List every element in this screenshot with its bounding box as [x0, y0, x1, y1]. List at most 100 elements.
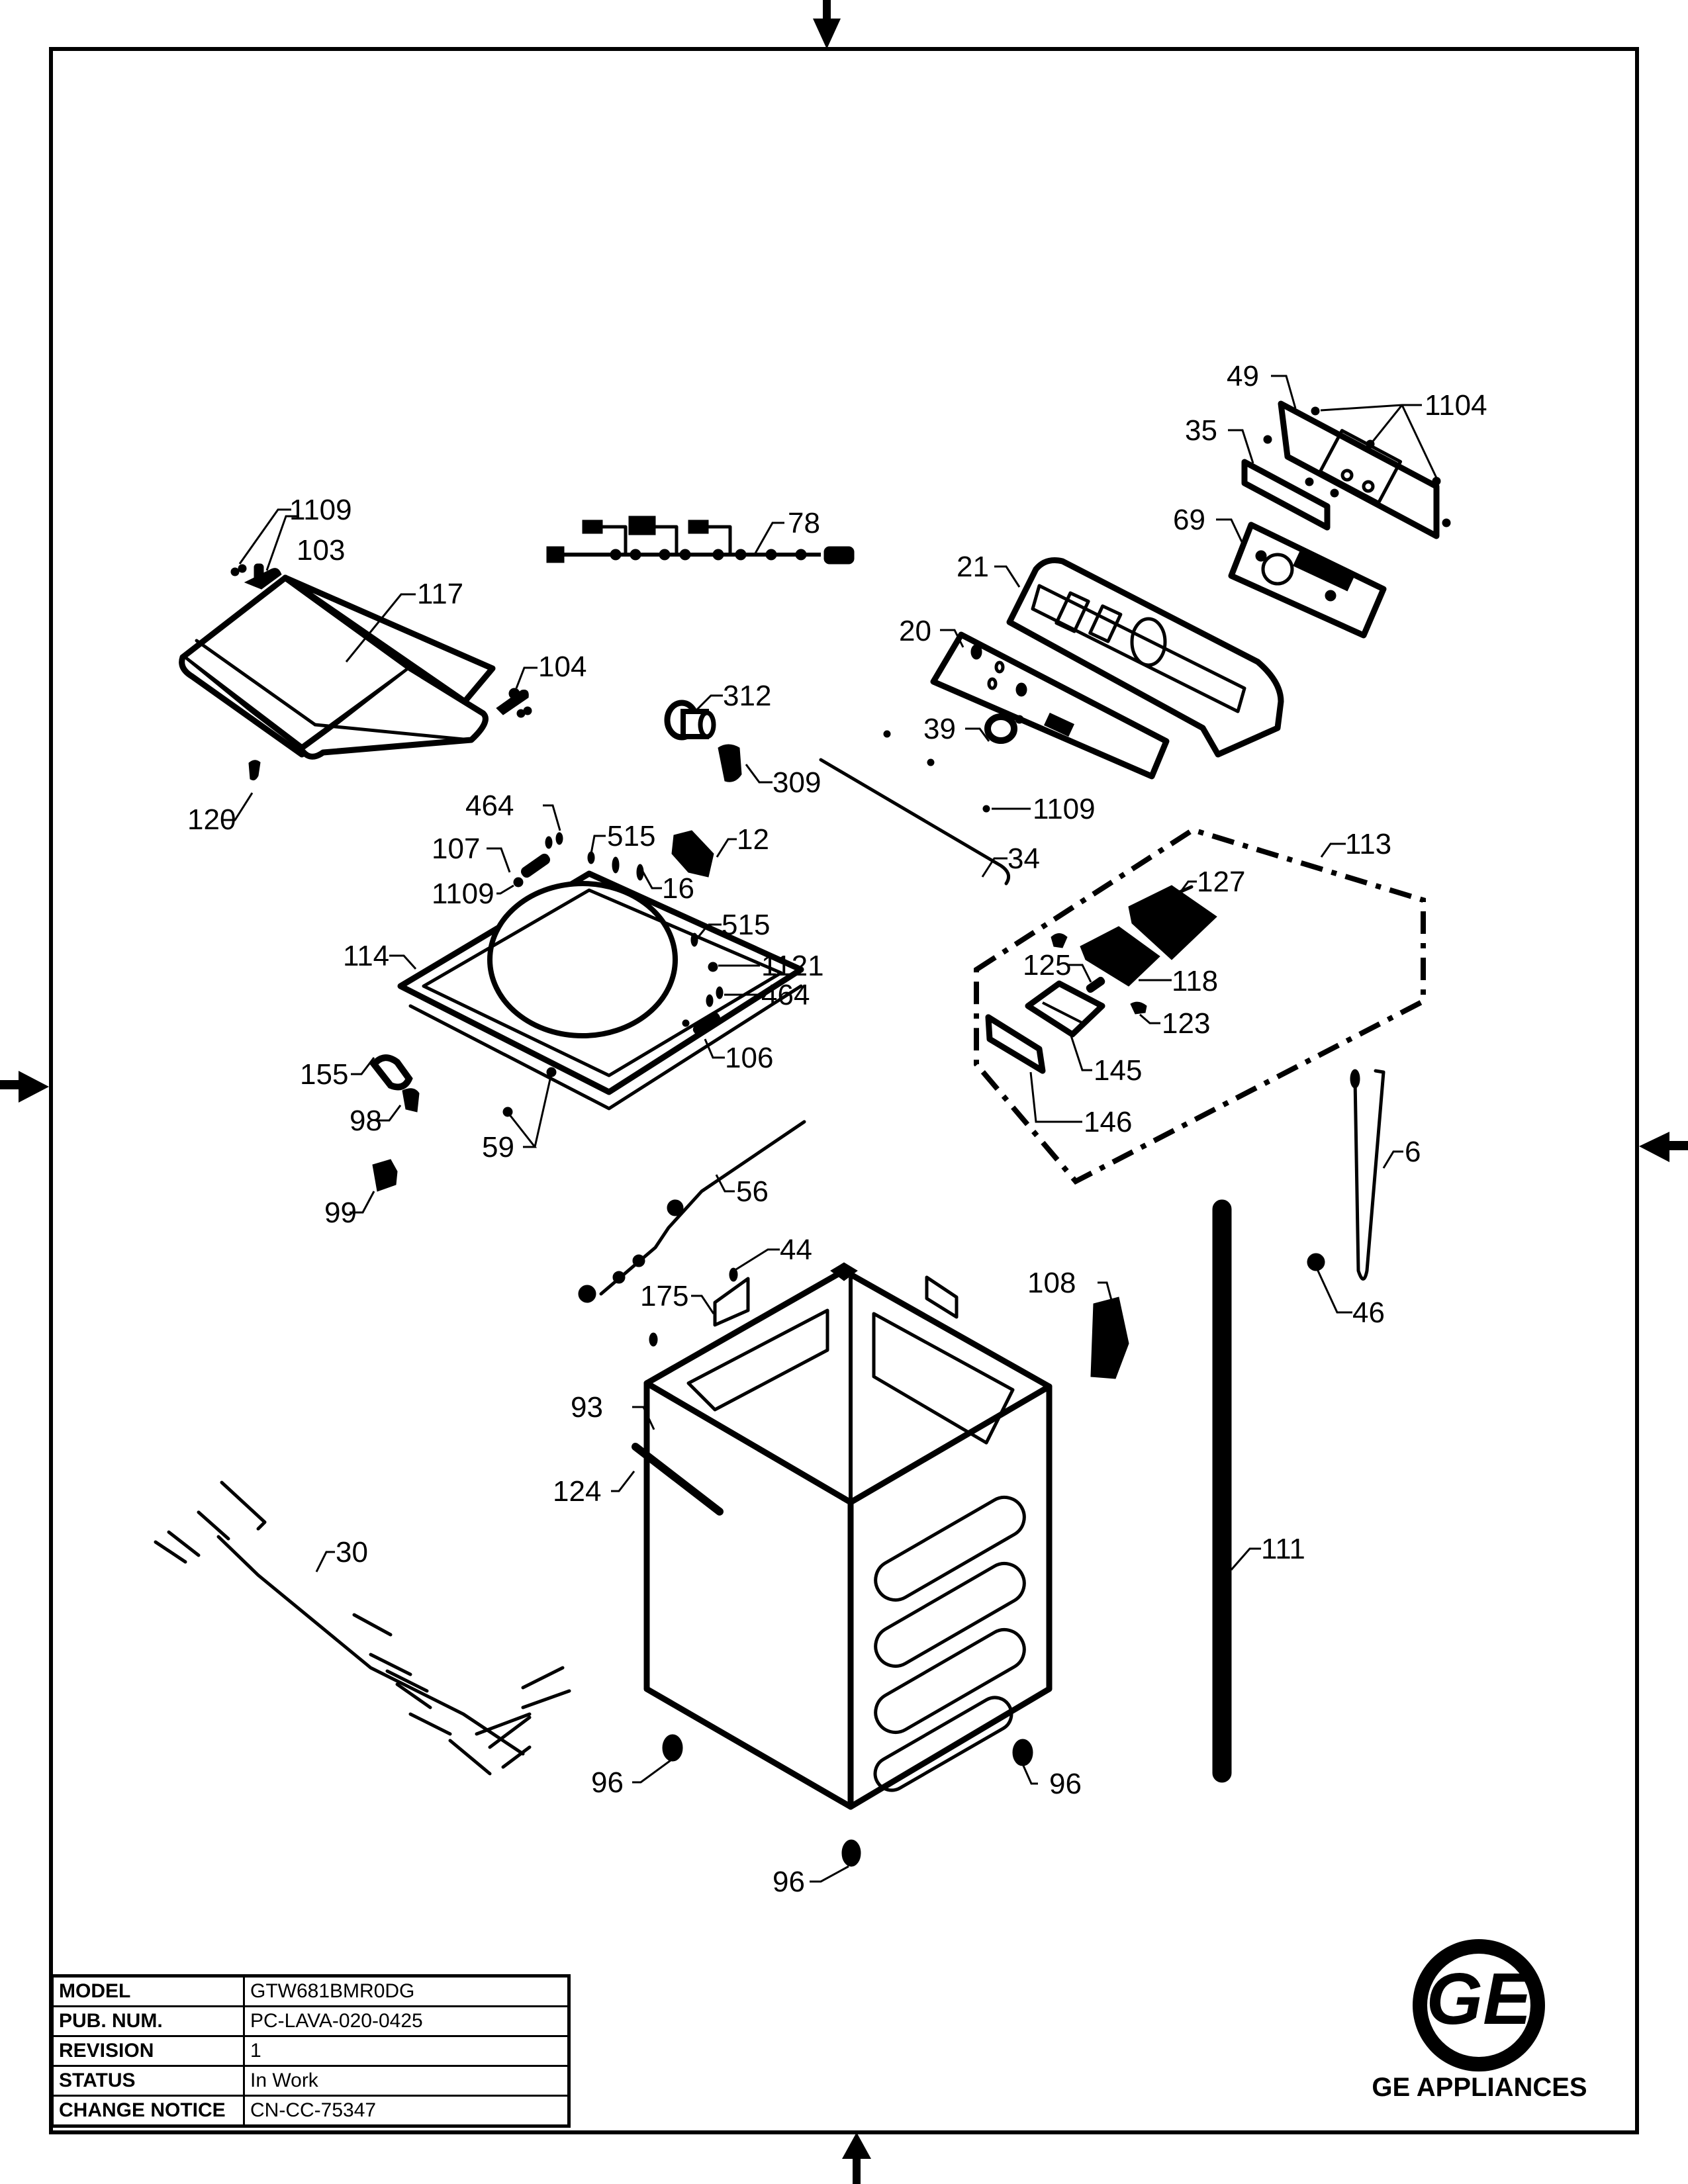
svg-text:GE: GE [1427, 1958, 1534, 2040]
part-96-foot-center [841, 1839, 861, 1867]
callout-111: 111 [1261, 1533, 1305, 1565]
callout-104: 104 [538, 651, 586, 683]
part-106-hinge-pin [682, 1012, 720, 1035]
part-312-bushing [664, 700, 716, 741]
callout-1104: 1104 [1425, 389, 1487, 422]
callout-34: 34 [1008, 842, 1040, 875]
part-1109-screw-frame [513, 877, 524, 887]
callout-39: 39 [923, 713, 956, 745]
callout-96-right: 96 [1049, 1768, 1082, 1800]
title-label: MODEL [51, 1975, 245, 2007]
part-34-rod [819, 758, 1011, 886]
model-number: GTW681BMR0DG [243, 1975, 570, 2007]
callout-44: 44 [780, 1234, 812, 1266]
callout-1121: 1121 [761, 950, 824, 982]
drawing-border [49, 47, 1639, 2134]
part-114-top-frame [397, 870, 804, 1111]
callout-125: 125 [1023, 949, 1071, 981]
part-78-wire-harness [546, 516, 855, 565]
title-row-model: MODEL GTW681BMR0DG [51, 1975, 570, 2007]
callout-103: 103 [297, 534, 345, 567]
callout-96-left: 96 [591, 1766, 624, 1799]
part-6-hose [1353, 1069, 1385, 1281]
title-row-revision: REVISION 1 [51, 2035, 570, 2067]
callout-127: 127 [1197, 866, 1245, 898]
ge-monogram-logo: GE [1413, 1939, 1545, 2071]
part-175-gasket [713, 1277, 750, 1327]
callout-124: 124 [553, 1475, 601, 1508]
callout-99: 99 [324, 1197, 357, 1229]
callout-98: 98 [350, 1105, 382, 1137]
callout-145: 145 [1094, 1054, 1142, 1087]
callout-49: 49 [1227, 360, 1259, 392]
part-118-tray [1080, 926, 1160, 987]
callout-113: 113 [1345, 828, 1391, 860]
callout-464-lower: 464 [761, 979, 810, 1011]
callout-35: 35 [1185, 414, 1217, 447]
callout-93: 93 [571, 1391, 603, 1424]
status-value: In Work [243, 2065, 570, 2097]
part-56-harness [578, 1120, 806, 1303]
part-464-fastener-upper [555, 832, 563, 845]
part-117-lid [179, 574, 496, 760]
part-49-back-cover [1278, 400, 1440, 539]
callout-46: 46 [1352, 1297, 1385, 1329]
part-155-lid-lock [369, 1054, 413, 1091]
part-35-trim [1241, 459, 1331, 531]
part-309-clip [718, 744, 742, 782]
callout-146: 146 [1084, 1106, 1132, 1138]
callout-108: 108 [1027, 1267, 1076, 1299]
callout-515-upper: 515 [607, 820, 655, 852]
part-99-switch [372, 1159, 398, 1192]
part-96-foot-right [1012, 1739, 1033, 1766]
part-111-drain-hose [1212, 1199, 1232, 1783]
callout-309: 309 [773, 766, 821, 799]
part-515-fastener-lower [690, 933, 698, 947]
revision-number: 1 [243, 2035, 570, 2067]
assembly-113-outline [974, 827, 1426, 1185]
title-label: REVISION [51, 2035, 245, 2067]
title-label: CHANGE NOTICE [51, 2095, 245, 2127]
part-464-fastener-lower [716, 986, 724, 999]
registration-arrow-left [0, 1071, 49, 1103]
part-69-control-board [1228, 522, 1387, 639]
callout-106: 106 [725, 1042, 773, 1074]
callout-30: 30 [336, 1536, 368, 1569]
callout-114: 114 [343, 940, 389, 972]
callout-96-center: 96 [773, 1866, 805, 1898]
callout-59: 59 [482, 1131, 514, 1163]
callout-1109-panel: 1109 [1033, 793, 1096, 825]
brand-name: GE APPLIANCES [1372, 2073, 1587, 2102]
callout-312: 312 [723, 680, 771, 712]
part-108-pump [1090, 1297, 1129, 1379]
callout-78: 78 [788, 507, 820, 539]
part-46-plug [1307, 1253, 1325, 1271]
part-21-control-housing [1006, 557, 1284, 758]
publication-number: PC-LAVA-020-0425 [243, 2005, 570, 2037]
title-row-change-notice: CHANGE NOTICE CN-CC-75347 [51, 2095, 570, 2127]
part-98-actuator [402, 1088, 420, 1113]
callout-20: 20 [899, 615, 931, 647]
part-146-drawer-front [985, 1014, 1046, 1074]
callout-1109-frame: 1109 [432, 878, 494, 910]
callout-118: 118 [1172, 965, 1218, 997]
callout-117: 117 [417, 578, 463, 610]
callout-155: 155 [300, 1058, 348, 1091]
part-125-cap [1051, 933, 1068, 948]
callout-56: 56 [736, 1175, 769, 1208]
callout-21: 21 [957, 551, 989, 583]
part-30-main-harness [154, 1480, 571, 1776]
part-96-foot-left [662, 1734, 683, 1762]
title-block: MODEL GTW681BMR0DG PUB. NUM. PC-LAVA-020… [50, 1974, 571, 2128]
part-145-drawer-insert [1025, 980, 1105, 1038]
callout-123: 123 [1162, 1007, 1210, 1040]
part-12-water-valve [671, 830, 714, 878]
registration-arrow-right [1639, 1132, 1688, 1162]
title-label: STATUS [51, 2065, 245, 2097]
callout-464-upper: 464 [465, 790, 514, 822]
callout-120: 120 [187, 803, 236, 836]
callout-69: 69 [1173, 504, 1205, 536]
registration-arrow-top [813, 0, 841, 49]
callout-107: 107 [432, 833, 480, 865]
callout-16: 16 [662, 872, 694, 905]
